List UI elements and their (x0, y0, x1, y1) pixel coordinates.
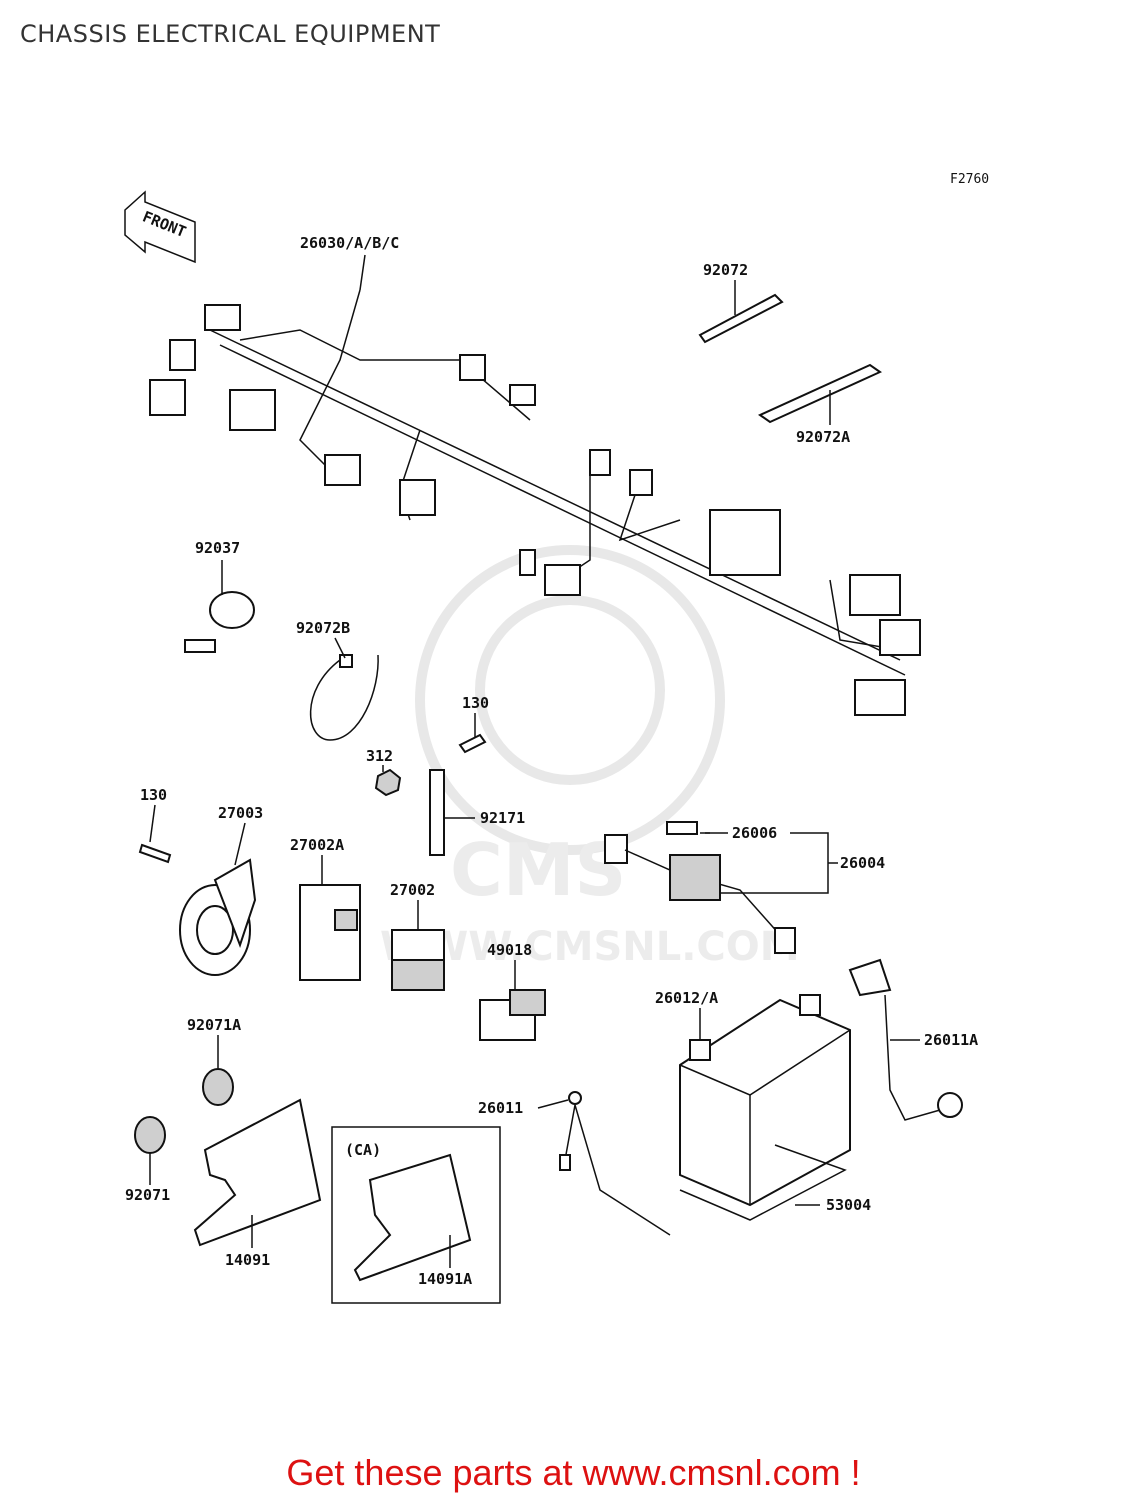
label-92171: 92171 (480, 809, 525, 827)
horn-27003 (179, 858, 257, 976)
label-26011a: 26011A (924, 1031, 978, 1049)
label-49018: 49018 (487, 941, 532, 959)
cover-14091 (193, 1098, 322, 1247)
ca-box: (CA) (331, 1126, 501, 1304)
battery-26012 (679, 994, 851, 1207)
bracket-assembly (374, 733, 487, 856)
page-title: CHASSIS ELECTRICAL EQUIPMENT (20, 20, 441, 48)
label-26006: 26006 (732, 824, 777, 842)
watermark-url: WWW.CMSNL.COM (380, 924, 800, 970)
label-53004: 53004 (826, 1196, 871, 1214)
cover-14091a (353, 1153, 472, 1282)
cable-26011a (848, 958, 963, 1121)
front-direction-arrow: FRONT (124, 190, 196, 264)
leader-lines (149, 254, 920, 1268)
damper-92071 (134, 1116, 166, 1154)
bolt-130 (138, 843, 172, 864)
label-92071: 92071 (125, 1186, 170, 1204)
label-26012: 26012/A (655, 989, 718, 1007)
label-92037: 92037 (195, 539, 240, 557)
band-92072b (309, 654, 379, 741)
label-312: 312 (366, 747, 393, 765)
relay-27002a (299, 884, 361, 981)
label-26004: 26004 (840, 854, 885, 872)
label-92072: 92072 (703, 261, 748, 279)
figure-code: F2760 (950, 172, 990, 187)
label-27003: 27003 (218, 804, 263, 822)
cable-26011 (559, 1091, 671, 1236)
label-130-top: 130 (462, 694, 489, 712)
label-26011: 26011 (478, 1099, 523, 1117)
watermark-brand: CMS (450, 828, 626, 912)
label-130-left: 130 (140, 786, 167, 804)
label-14091: 14091 (225, 1251, 270, 1269)
wire-harness (149, 289, 921, 716)
connector-49018 (479, 989, 546, 1041)
pad-53004 (679, 1144, 847, 1221)
label-27002a: 27002A (290, 836, 344, 854)
label-14091a: 14091A (418, 1270, 472, 1288)
front-label: FRONT (140, 208, 189, 242)
relay-27002 (391, 929, 445, 991)
label-92071a: 92071A (187, 1016, 241, 1034)
label-92072a: 92072A (796, 428, 850, 446)
clamp-92037 (184, 591, 255, 653)
label-92072b: 92072B (296, 619, 350, 637)
band-92072 (698, 293, 784, 344)
watermark-logo: CMS WWW.CMSNL.COM (380, 545, 800, 970)
cta-link[interactable]: Get these parts at www.cmsnl.com ! (286, 1452, 861, 1493)
fuse-holder-26004 (604, 821, 796, 954)
ca-label: (CA) (345, 1141, 381, 1159)
band-92072a (757, 363, 883, 424)
damper-92071a (202, 1068, 234, 1106)
label-27002: 27002 (390, 881, 435, 899)
label-26030: 26030/A/B/C (300, 234, 399, 252)
